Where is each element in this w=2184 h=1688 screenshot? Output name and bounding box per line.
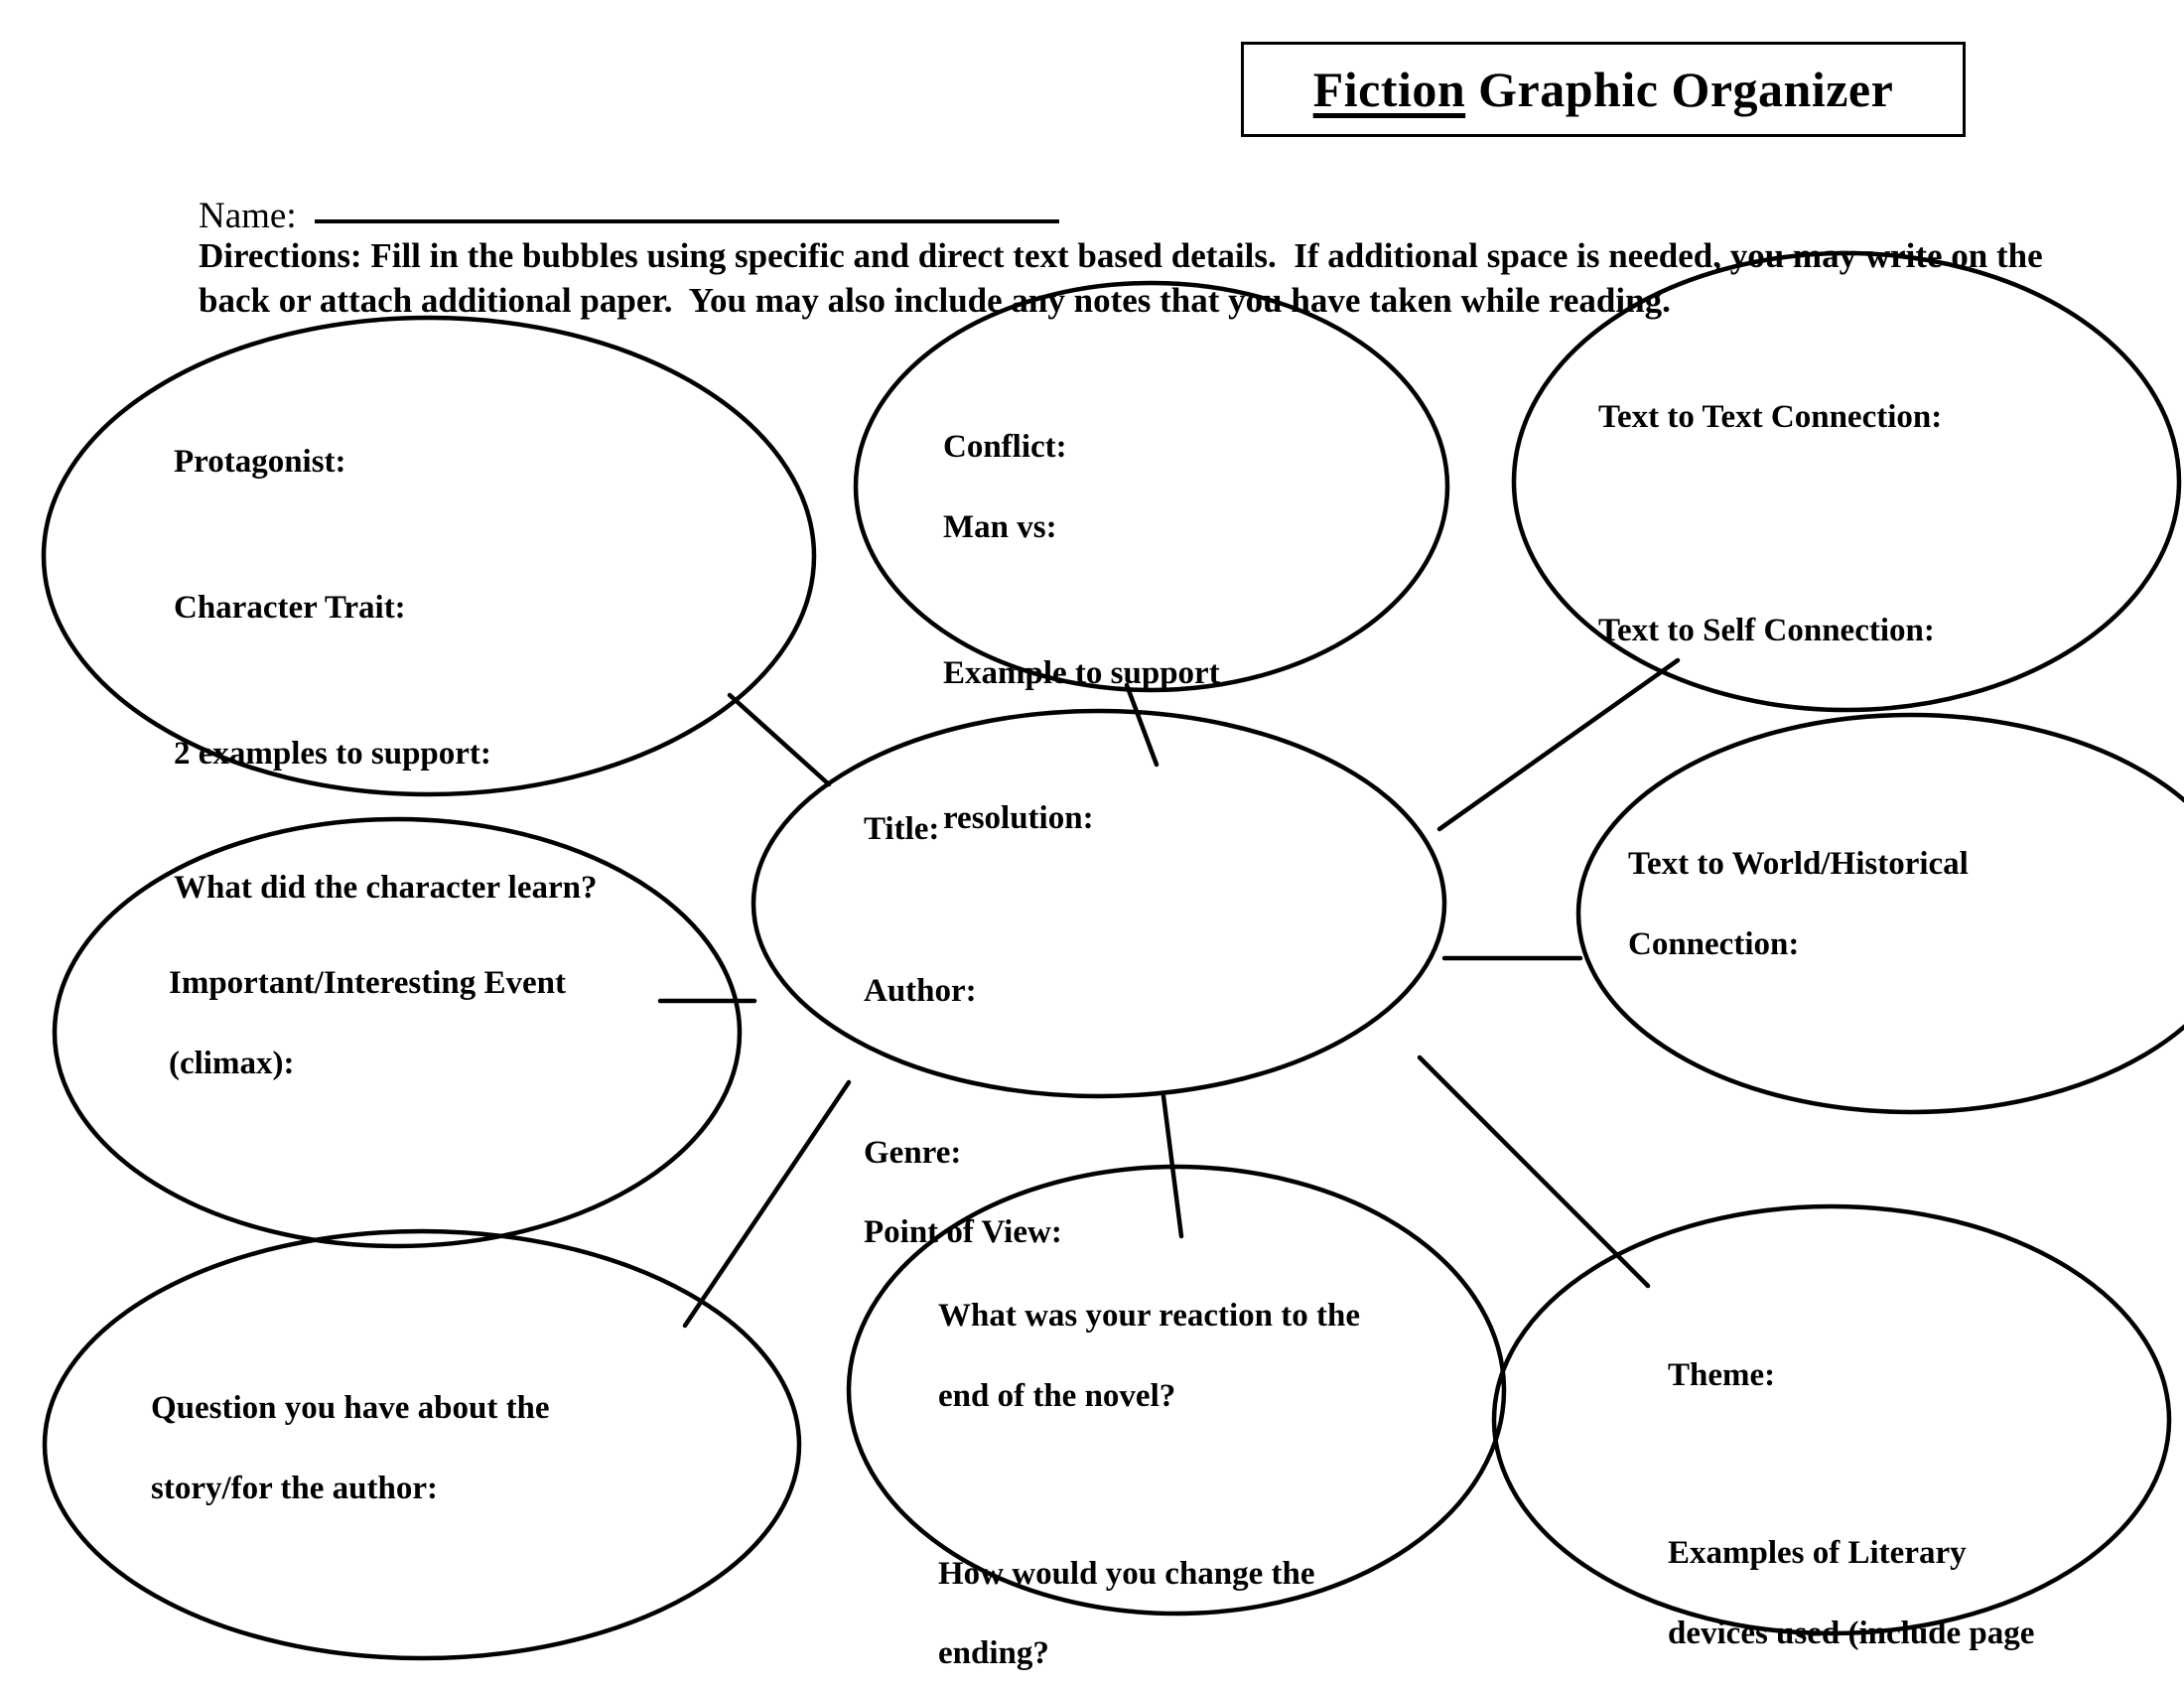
connector-center-to-question [682, 1079, 852, 1329]
bubble-question[interactable] [42, 1228, 802, 1661]
question-line-1: Question you have about the [151, 1390, 550, 1427]
world-connection-line-2: Connection: [1628, 925, 1800, 962]
worksheet-title-box: Fiction Graphic Organizer [1241, 42, 1966, 137]
bubble-question-text: Question you have about the story/for th… [151, 1348, 707, 1548]
center-author-label: Author: [864, 973, 977, 1009]
reaction-line-4: ending? [938, 1635, 1049, 1671]
theme-line-3: devices used (include page [1668, 1615, 2035, 1651]
connector-center-to-conflict [1124, 682, 1160, 768]
conflict-line-3: Example to support [943, 654, 1220, 691]
reaction-line-2: end of the novel? [938, 1377, 1176, 1414]
page-title-rest: Graphic Organizer [1465, 62, 1894, 117]
name-field-row: Name: [199, 195, 1059, 237]
page-title-underlined-word: Fiction [1312, 62, 1466, 117]
bubble-center-text: Title: Author: Genre: Point of View: [864, 770, 1261, 1293]
bubble-text-connections[interactable] [1511, 250, 2182, 713]
bubble-reaction-text: What was your reaction to the end of the… [938, 1256, 1494, 1688]
protagonist-line-3: 2 examples to support: [174, 735, 491, 772]
protagonist-line-4: What did the character learn? [174, 869, 598, 906]
center-title-label: Title: [864, 811, 940, 848]
bubble-world-connection-text: Text to World/Historical Connection: [1628, 804, 2184, 1004]
bubble-climax-text: Important/Interesting Event (climax): [169, 923, 725, 1123]
bubble-conflict[interactable] [853, 280, 1450, 693]
connector-center-to-protagonist [727, 692, 832, 787]
climax-line-2: (climax): [169, 1045, 295, 1081]
connector-center-to-theme [1417, 1055, 1651, 1289]
bubble-protagonist[interactable] [41, 315, 817, 797]
theme-line-2: Examples of Literary [1668, 1535, 1967, 1571]
name-input-line[interactable] [314, 219, 1059, 223]
bubble-reaction[interactable] [846, 1164, 1507, 1617]
page-title: Fiction Graphic Organizer [1313, 61, 1894, 118]
center-genre-label: Genre: [864, 1134, 962, 1171]
conflict-line-4: resolution: [943, 800, 1094, 837]
climax-line-1: Important/Interesting Event [169, 965, 566, 1002]
bubble-protagonist-text: Protagonist: Character Trait: 2 examples… [174, 402, 670, 947]
text-to-text-label: Text to Text Connection: [1598, 399, 1943, 436]
bubble-text-connections-text: Text to Text Connection: Text to Self Co… [1598, 357, 2154, 691]
world-connection-line-1: Text to World/Historical [1628, 846, 1969, 883]
bubble-theme[interactable] [1491, 1203, 2172, 1636]
bubble-conflict-text: Conflict: Man vs: Example to support res… [943, 387, 1320, 879]
name-label: Name: [199, 196, 297, 236]
conflict-line-1: Conflict: [943, 429, 1067, 466]
protagonist-line-1: Protagonist: [174, 444, 346, 481]
theme-line-1: Theme: [1668, 1357, 1776, 1394]
bubble-world-connection[interactable] [1575, 712, 2184, 1115]
protagonist-line-2: Character Trait: [174, 590, 406, 626]
bubble-center-title-author[interactable] [751, 708, 1447, 1099]
connector-center-to-text-connections [1436, 657, 1681, 832]
conflict-line-2: Man vs: [943, 508, 1057, 545]
directions-line-2: back or attach additional paper. You may… [199, 280, 1671, 320]
reaction-line-3: How would you change the [938, 1555, 1315, 1592]
reaction-line-1: What was your reaction to the [938, 1298, 1361, 1335]
text-to-self-label: Text to Self Connection: [1598, 613, 1935, 648]
bubble-climax[interactable] [52, 816, 743, 1249]
bubble-theme-text: Theme: Examples of Literary devices used… [1668, 1316, 2184, 1688]
center-pov-label: Point of View: [864, 1214, 1062, 1251]
question-line-2: story/for the author: [151, 1470, 439, 1506]
